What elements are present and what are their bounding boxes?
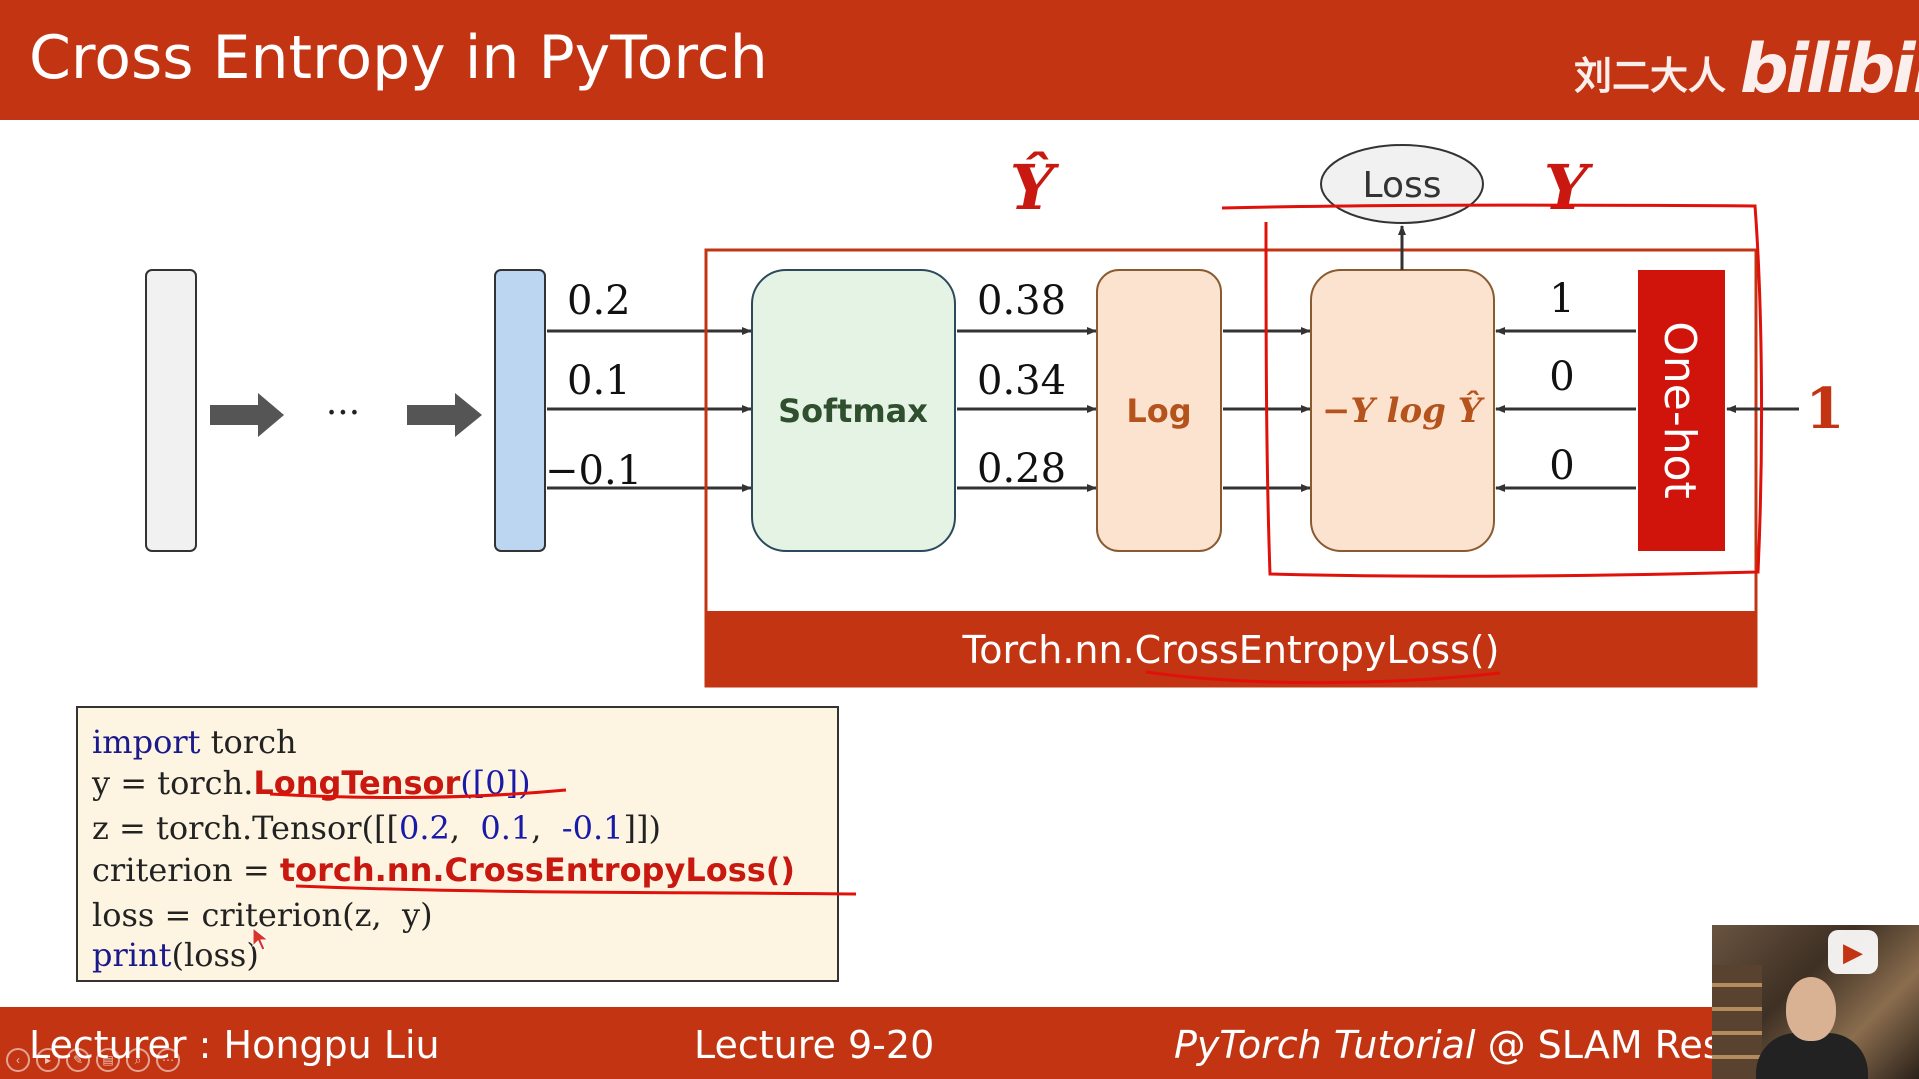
- presenter-head: [1786, 977, 1836, 1041]
- more-icon[interactable]: ⋯: [156, 1048, 180, 1072]
- code-keyword: print: [92, 936, 172, 974]
- code-line-6: print(loss): [92, 936, 259, 974]
- onehot-value: 0: [1549, 354, 1574, 400]
- onehot-value: 1: [1549, 276, 1574, 322]
- input-layer-bar: [145, 269, 197, 552]
- ellipsis-text: ···: [326, 393, 360, 434]
- zoom-icon[interactable]: ⌕: [126, 1048, 150, 1072]
- channel-name: 刘二大人: [1574, 54, 1727, 98]
- logits-layer-bar: [494, 269, 546, 552]
- bookshelf-background: [1712, 965, 1762, 1079]
- play-icon[interactable]: ▸: [36, 1048, 60, 1072]
- code-snippet: import torch y = torch.LongTensor([0]) z…: [76, 706, 839, 982]
- highlight-longtensor: LongTensor: [253, 764, 461, 802]
- onehot-label: One-hot: [1654, 321, 1705, 499]
- module-label: Torch.nn.CrossEntropyLoss(): [962, 628, 1500, 672]
- thick-arrow-icon: [210, 393, 284, 437]
- yhat-label: Ŷ: [1010, 151, 1060, 224]
- slide-footer: Lecturer : Hongpu Liu Lecture 9-20 PyTor…: [0, 1007, 1919, 1079]
- play-icon[interactable]: ▶: [1828, 930, 1878, 974]
- logit-value: −0.1: [545, 448, 642, 494]
- softmax-box: [751, 269, 956, 552]
- bilibili-logo: bilibili: [1740, 30, 1919, 109]
- code-line-2: y = torch.LongTensor([0]): [92, 764, 531, 802]
- softmax-label: Softmax: [778, 392, 928, 430]
- softmax-output: 0.28: [977, 446, 1066, 492]
- y-label: Y: [1544, 151, 1594, 224]
- tutorial-credit: PyTorch Tutorial @ SLAM Resea: [1174, 1023, 1770, 1067]
- onehot-value: 0: [1549, 443, 1574, 489]
- code-keyword: import: [92, 723, 201, 761]
- log-label: Log: [1126, 392, 1191, 430]
- lecture-number: Lecture 9-20: [694, 1023, 935, 1067]
- code-line-1: import torch: [92, 723, 297, 761]
- pen-icon[interactable]: ✎: [66, 1048, 90, 1072]
- slide-header: Cross Entropy in PyTorch 刘二大人 bilibili: [0, 0, 1919, 120]
- code-line-5: loss = criterion(z, y): [92, 896, 433, 934]
- slides-icon[interactable]: ▤: [96, 1048, 120, 1072]
- thick-arrow-icon: [407, 393, 482, 437]
- logit-value: 0.1: [567, 358, 631, 404]
- previous-icon[interactable]: ‹: [6, 1048, 30, 1072]
- player-controls: ‹ ▸ ✎ ▤ ⌕ ⋯: [6, 1048, 180, 1074]
- target-value: 1: [1806, 376, 1845, 442]
- loss-label: Loss: [1363, 165, 1442, 206]
- webcam-overlay: ▶: [1712, 925, 1919, 1079]
- nll-formula: −Y log Ŷ: [1322, 390, 1485, 431]
- slide-title: Cross Entropy in PyTorch: [29, 23, 768, 93]
- code-line-4: criterion = torch.nn.CrossEntropyLoss(): [92, 851, 796, 889]
- highlight-crossentropyloss: torch.nn.CrossEntropyLoss(): [279, 851, 796, 889]
- softmax-output: 0.34: [977, 358, 1066, 404]
- softmax-output: 0.38: [977, 278, 1066, 324]
- logit-value: 0.2: [567, 278, 631, 324]
- code-line-3: z = torch.Tensor([[0.2, 0.1, -0.1]]): [92, 809, 661, 847]
- log-box: [1096, 269, 1222, 552]
